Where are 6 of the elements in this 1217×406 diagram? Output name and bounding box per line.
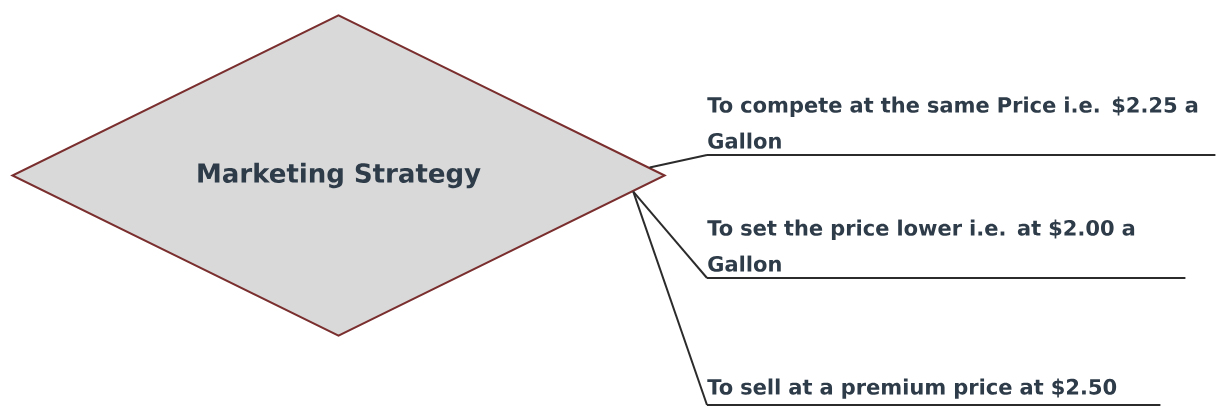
branch-label: To compete at the same Price i.e. $2.25 a Gallon <box>706 96 1217 156</box>
connector-line <box>632 190 708 406</box>
connector-line <box>632 190 708 279</box>
branch-label: To set the price lower i.e. at $2.00 a Gallon <box>706 219 1187 279</box>
branch-label: To sell at a premium price at $2.50 <box>706 378 1162 406</box>
connector-line <box>648 154 708 169</box>
